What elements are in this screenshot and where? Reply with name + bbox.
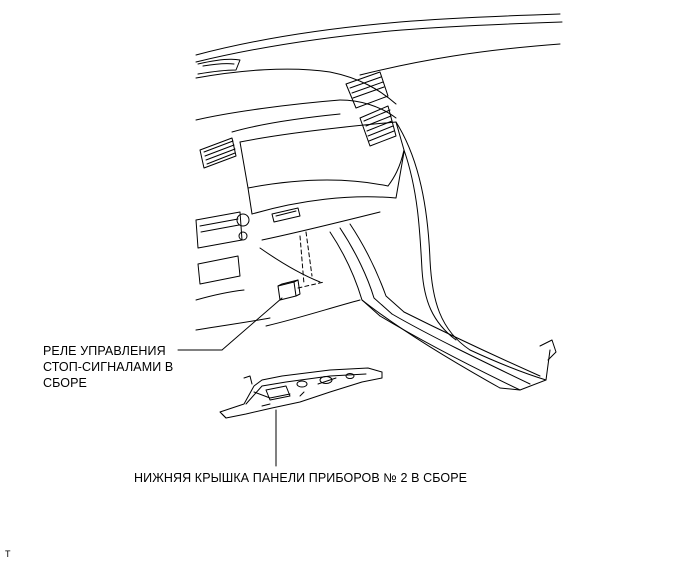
left-air-vent — [200, 138, 236, 168]
brake-relay-callout: РЕЛЕ УПРАВЛЕНИЯ СТОП-СИГНАЛАМИ В СБОРЕ — [43, 343, 173, 391]
brake-relay-part — [278, 280, 300, 300]
figure-code: T — [5, 549, 11, 559]
windshield-outline — [196, 14, 562, 75]
lower-cover-callout: НИЖНЯЯ КРЫШКА ПАНЕЛИ ПРИБОРОВ № 2 В СБОР… — [134, 471, 468, 485]
right-air-vent — [346, 72, 396, 146]
brake-relay-callout-line-3: СБОРЕ — [43, 376, 87, 390]
lower-panel-area — [260, 232, 360, 326]
dashboard-top — [196, 59, 396, 132]
door-sill — [330, 122, 556, 390]
lower-cover-part — [220, 368, 382, 418]
relay-leader-line — [178, 298, 282, 350]
brake-relay-callout-line-2: СТОП-СИГНАЛАМИ В — [43, 360, 174, 374]
brake-relay-callout-line-1: РЕЛЕ УПРАВЛЕНИЯ — [43, 344, 166, 358]
center-stack — [196, 212, 270, 330]
glove-box — [240, 122, 404, 240]
